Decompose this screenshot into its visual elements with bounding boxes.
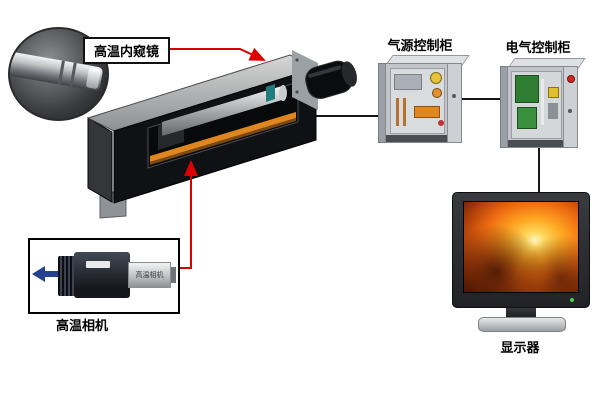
monitor-power-led	[570, 298, 574, 302]
probe-tip	[85, 67, 102, 90]
connector-endoscope-label-arrow	[168, 47, 266, 61]
cabinet-base	[386, 135, 461, 142]
electric-cabinet-label: 电气控制柜	[505, 40, 571, 55]
endoscope-housing-unit	[86, 50, 357, 219]
monitor-stand-base	[478, 317, 566, 332]
camera-inset-frame: 高温相机	[28, 238, 180, 314]
camera-lens	[58, 256, 76, 296]
camera-body	[74, 252, 130, 298]
monitor-screen-furnace-image	[463, 201, 579, 293]
unit-cutaway	[147, 81, 299, 169]
blue-arrow-shaft	[45, 271, 58, 277]
wire-bundle	[541, 79, 544, 125]
cutaway-teal-ring	[266, 84, 275, 102]
endoscope-label: 高温内窥镜	[83, 37, 171, 64]
air-cabinet-face	[385, 63, 462, 143]
probe-ring	[57, 60, 65, 85]
probe-ring	[69, 62, 77, 87]
relay-module	[548, 103, 558, 119]
furnace-image-shading	[464, 202, 578, 292]
pressure-gauge	[430, 72, 442, 84]
monitor	[452, 192, 590, 308]
electric-cabinet-door	[563, 67, 577, 147]
circuit-board	[517, 107, 537, 129]
electric-cabinet	[500, 58, 586, 148]
copper-pipe	[403, 98, 406, 126]
circuit-board	[515, 75, 539, 103]
camera-label: 高温相机	[56, 318, 109, 333]
cutaway-rail	[150, 112, 296, 162]
monitor-label: 显示器	[500, 340, 540, 355]
camera-brand-mark	[86, 261, 110, 268]
cabinet-base	[508, 140, 577, 147]
electric-cabinet-face	[507, 66, 578, 148]
air-source-cabinet	[378, 55, 470, 143]
copper-pipe	[396, 98, 399, 126]
regulator-block	[414, 106, 440, 118]
valve-block	[394, 74, 422, 90]
pressure-gauge	[432, 88, 442, 98]
emergency-button	[567, 75, 575, 83]
monitor-stand-neck	[506, 306, 536, 318]
camera-tube-tip	[171, 267, 176, 283]
air-cabinet-door	[447, 64, 461, 142]
indicator-red	[438, 120, 444, 126]
blue-arrow-icon	[32, 266, 45, 282]
unit-left-face	[87, 117, 113, 203]
camera-extension-tube: 高温相机	[128, 262, 171, 288]
connector-camera-to-unit-arrow	[178, 160, 198, 269]
terminal-block	[548, 87, 559, 98]
door-handle	[452, 94, 456, 98]
air-cabinet-label: 气源控制柜	[387, 38, 453, 53]
scope-camera-head	[305, 60, 357, 99]
door-handle	[568, 109, 572, 113]
